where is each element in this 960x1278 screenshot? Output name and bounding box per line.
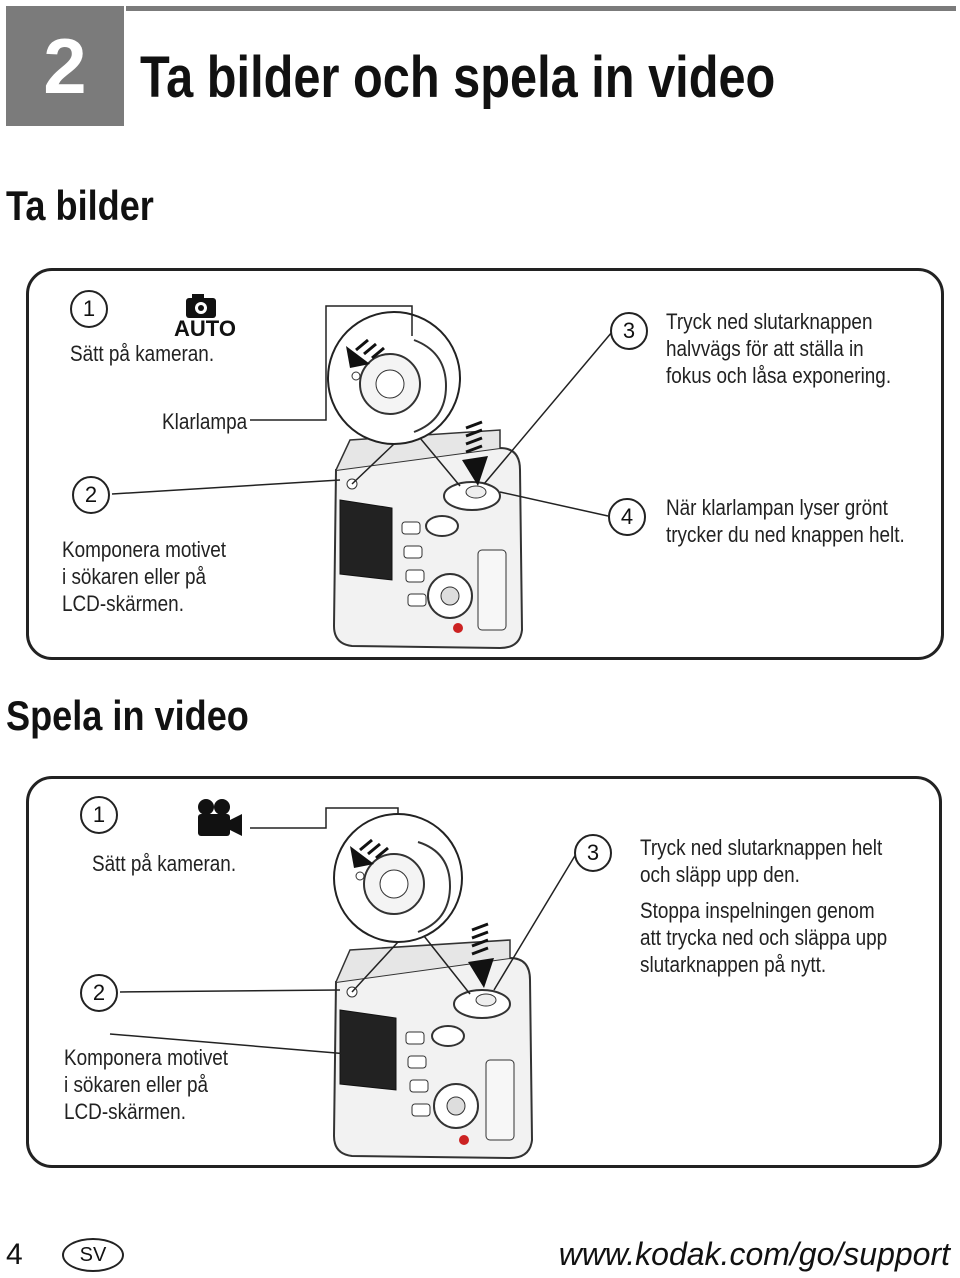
page-number: 4	[6, 1238, 23, 1271]
video-step-1-text: Sätt på kameran.	[92, 851, 237, 876]
video-step-3-line-1: Tryck ned slutarknappen helt	[640, 835, 883, 860]
video-step-2-line-2: i sökaren eller på	[64, 1072, 209, 1097]
photo-step-2-line-1: Komponera motivet	[62, 537, 227, 562]
language-badge: SV	[62, 1238, 124, 1272]
photo-step-2-number: 2	[72, 476, 110, 514]
video-step-3-number: 3	[574, 834, 612, 872]
video-step-3-line-3: Stoppa inspelningen genom	[640, 898, 875, 923]
photo-step-3-line-2: halvvägs för att ställa in	[666, 336, 864, 361]
photo-step-2-line-3: LCD-skärmen.	[62, 591, 184, 616]
video-step-3-line-4: att trycka ned och släppa upp	[640, 925, 888, 950]
photo-step-3-number: 3	[610, 312, 648, 350]
video-step-2-line-3: LCD-skärmen.	[64, 1099, 186, 1124]
photo-step-3-line-1: Tryck ned slutarknappen	[666, 309, 873, 334]
photo-step-4-number: 4	[608, 498, 646, 536]
photo-step-4-line-2: trycker du ned knappen helt.	[666, 522, 905, 547]
section-title-video: Spela in video	[6, 692, 249, 739]
klarlampa-label: Klarlampa	[162, 409, 248, 434]
photo-step-4-line-1: När klarlampan lyser grönt	[666, 495, 888, 520]
section-title-photo: Ta bilder	[6, 182, 154, 229]
video-step-3-line-2: och släpp upp den.	[640, 862, 800, 887]
photo-step-1-text: Sätt på kameran.	[70, 341, 215, 366]
video-step-2-number: 2	[80, 974, 118, 1012]
video-step-2-line-1: Komponera motivet	[64, 1045, 229, 1070]
chapter-number: 2	[6, 6, 124, 126]
video-step-1-number: 1	[80, 796, 118, 834]
video-step-3-line-5: slutarknappen på nytt.	[640, 952, 827, 977]
photo-step-2-line-2: i sökaren eller på	[62, 564, 207, 589]
photo-step-1-number: 1	[70, 290, 108, 328]
camera-icon	[186, 294, 216, 318]
support-url[interactable]: www.kodak.com/go/support	[558, 1236, 950, 1272]
auto-mode-label: AUTO	[174, 316, 236, 341]
chapter-title: Ta bilder och spela in video	[140, 45, 776, 110]
video-camera-icon	[198, 799, 242, 836]
chapter-rule	[126, 6, 956, 11]
photo-step-3-line-3: fokus och låsa exponering.	[666, 363, 892, 388]
